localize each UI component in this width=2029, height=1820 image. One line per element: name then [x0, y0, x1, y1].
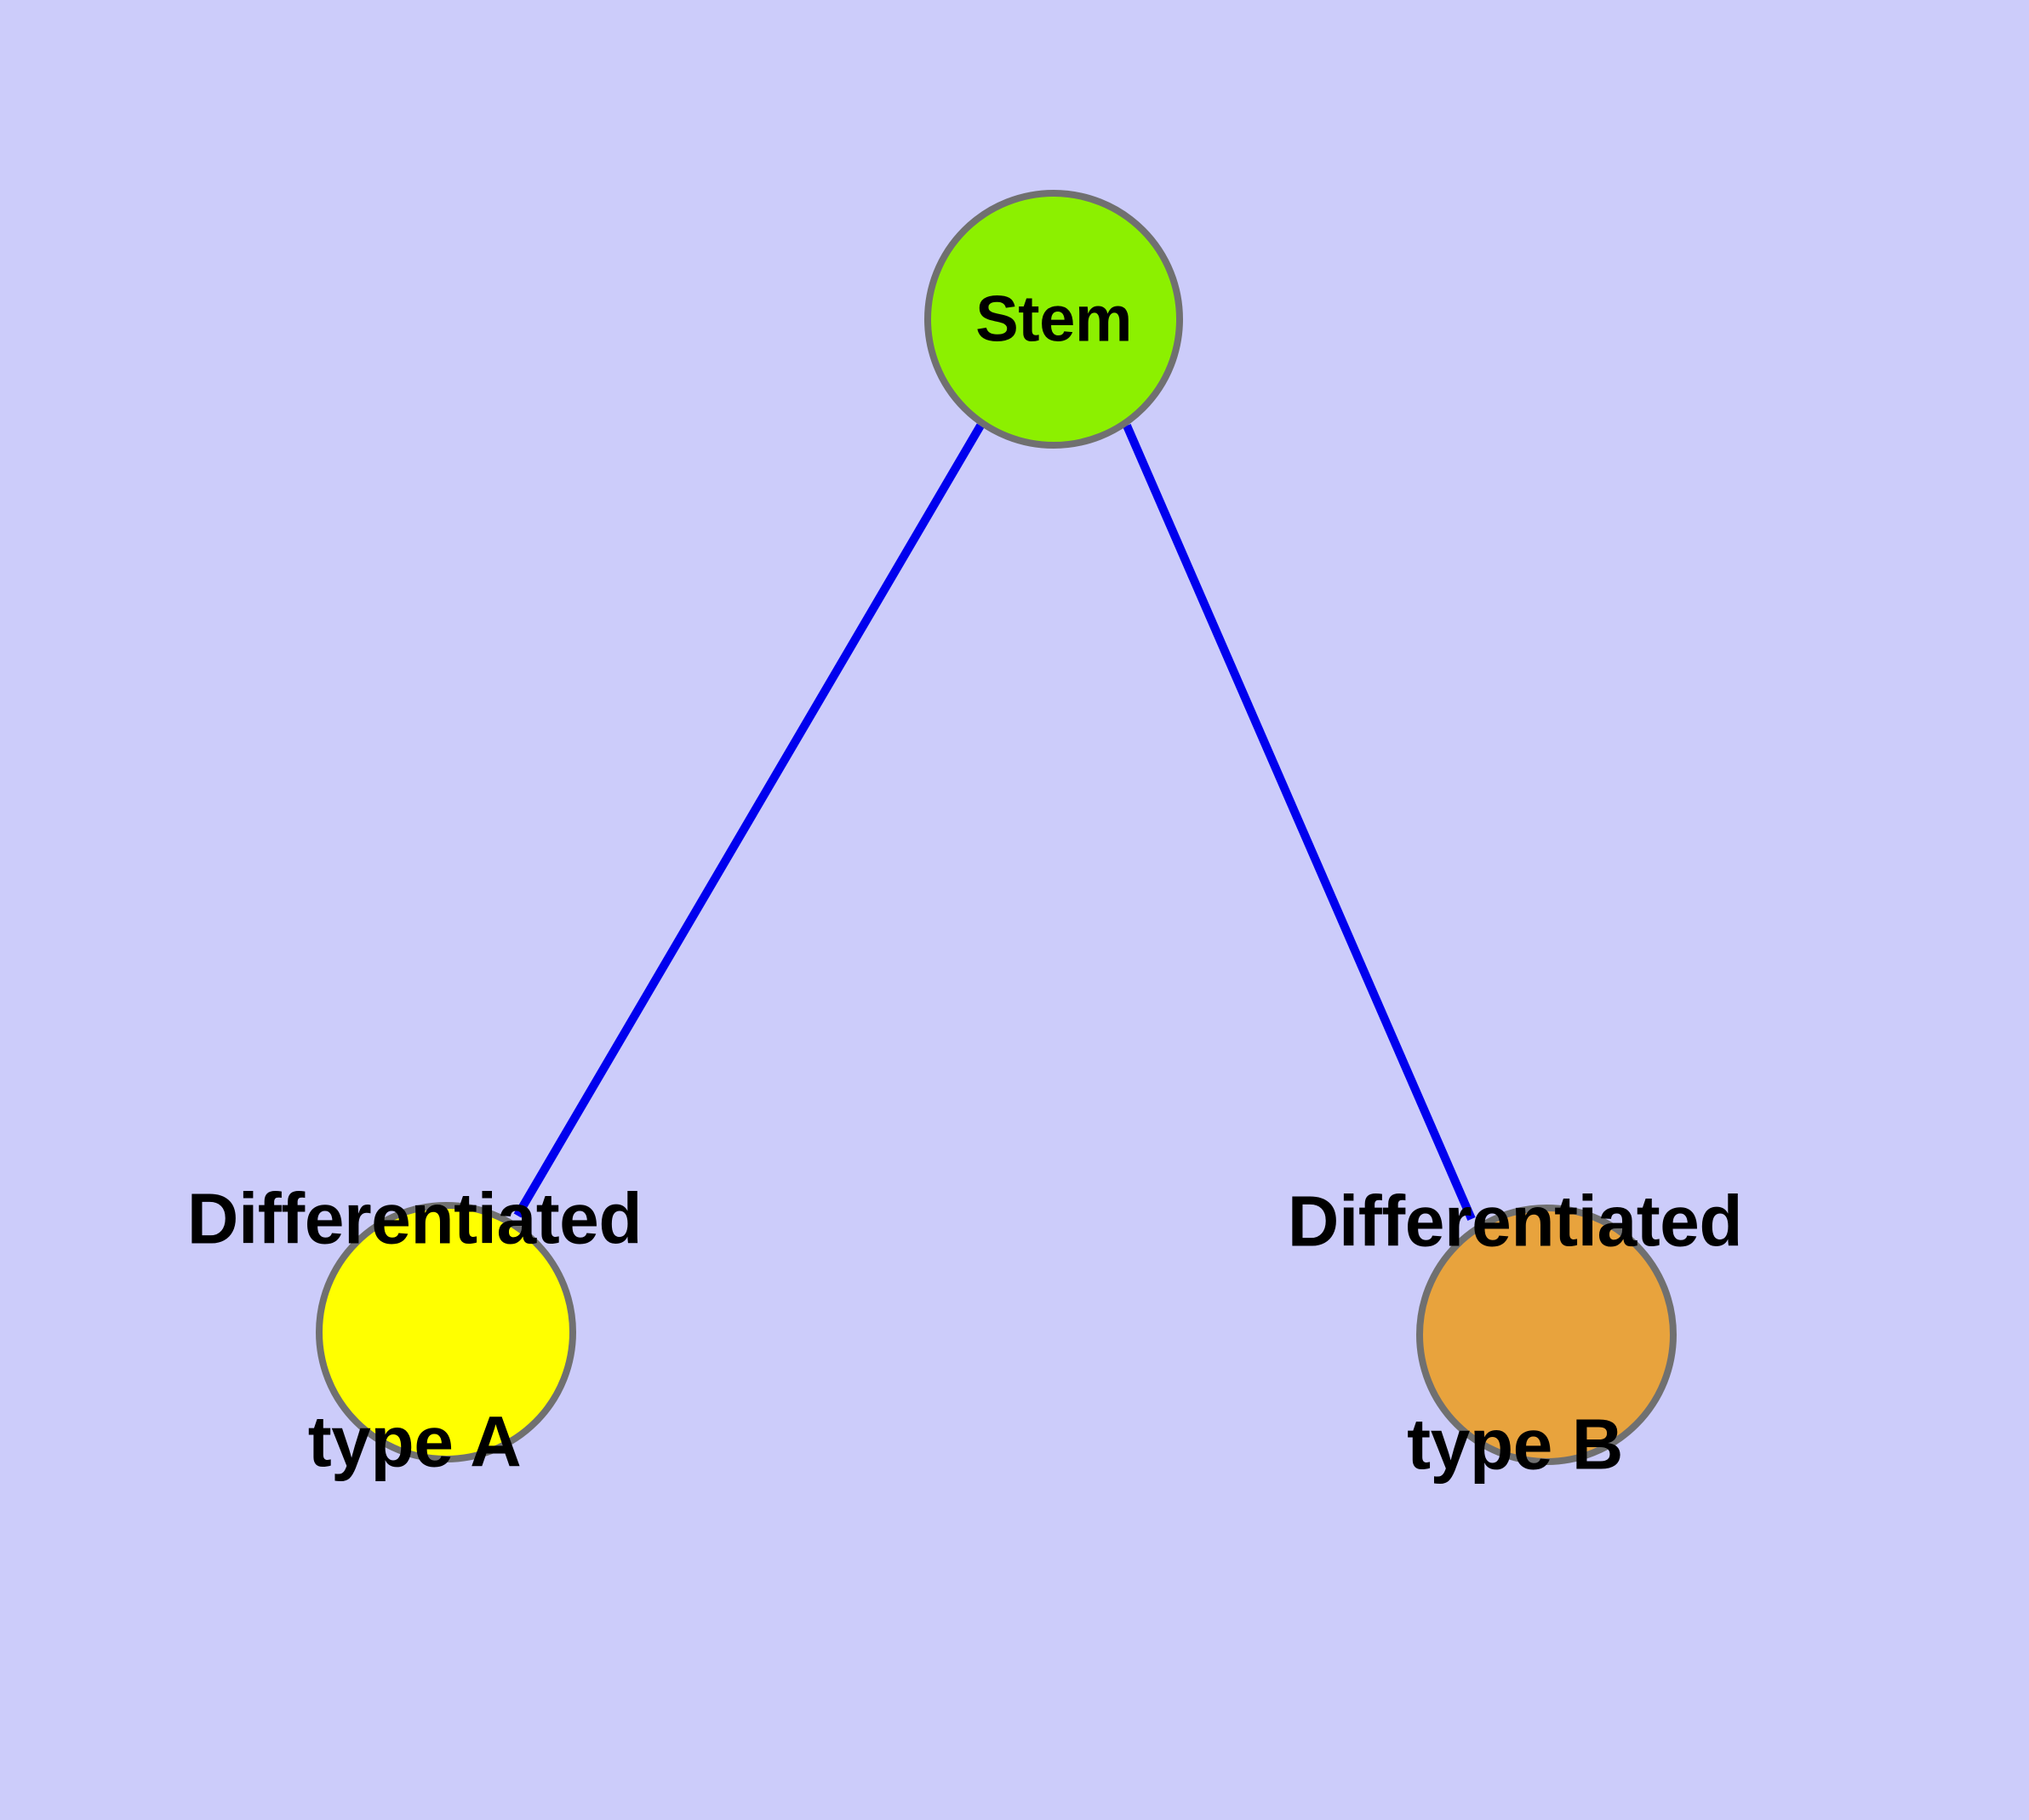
- node-circle-diff-a[interactable]: [316, 1202, 576, 1462]
- node-circle-stem[interactable]: [924, 190, 1183, 449]
- edge-stem-to-diff-b[interactable]: [1123, 424, 1476, 1221]
- edge-stem-to-diff-a[interactable]: [513, 423, 985, 1218]
- edge-group: [513, 423, 1476, 1221]
- node-group: [316, 190, 1677, 1465]
- node-circle-diff-b[interactable]: [1416, 1205, 1677, 1465]
